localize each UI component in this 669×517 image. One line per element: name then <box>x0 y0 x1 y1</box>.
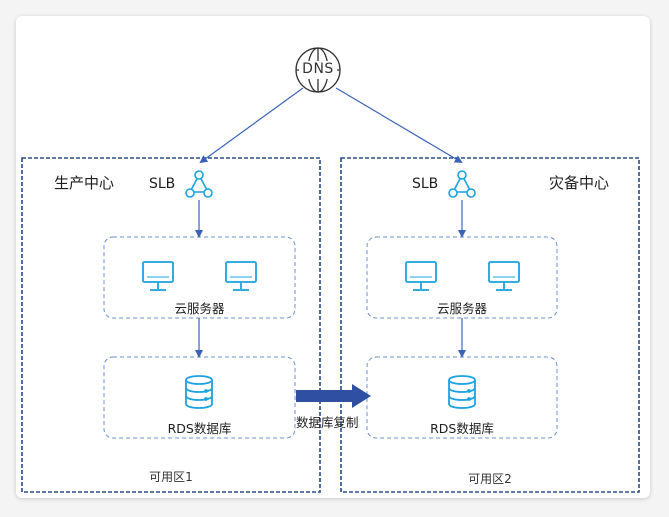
zone-production-title: 生产中心 <box>54 174 115 192</box>
database-right-icon <box>448 375 476 409</box>
replication-arrow <box>296 384 371 408</box>
slb-right-icon <box>448 170 476 198</box>
server-right-1-icon <box>405 261 437 291</box>
dns-label: DNS <box>302 61 334 77</box>
db-left-label: RDS数据库 <box>167 421 232 436</box>
az-right-label: 可用区2 <box>468 472 512 486</box>
diagram-canvas <box>16 16 650 498</box>
dns-globe-icon <box>295 47 341 93</box>
dns-to-slb-left-arrow <box>199 87 304 164</box>
zone-disaster-recovery-border <box>340 157 640 493</box>
server-left-2-icon <box>225 261 257 291</box>
dns-to-slb-right-arrow <box>335 87 463 164</box>
db-right-label: RDS数据库 <box>430 421 494 436</box>
database-left-icon <box>185 375 213 409</box>
slb-left-label: SLB <box>149 176 176 192</box>
zone-production-border <box>21 157 321 493</box>
zone-disaster-recovery-title: 灾备中心 <box>549 174 610 192</box>
replication-label: 数据库复制 <box>296 415 359 430</box>
server-left-1-icon <box>142 261 174 291</box>
server-group-left-label: 云服务器 <box>174 301 225 316</box>
az-left-label: 可用区1 <box>149 470 193 484</box>
slb-right-label: SLB <box>412 176 439 192</box>
server-right-2-icon <box>488 261 520 291</box>
slb-left-icon <box>185 170 213 198</box>
server-group-right-label: 云服务器 <box>436 301 487 316</box>
